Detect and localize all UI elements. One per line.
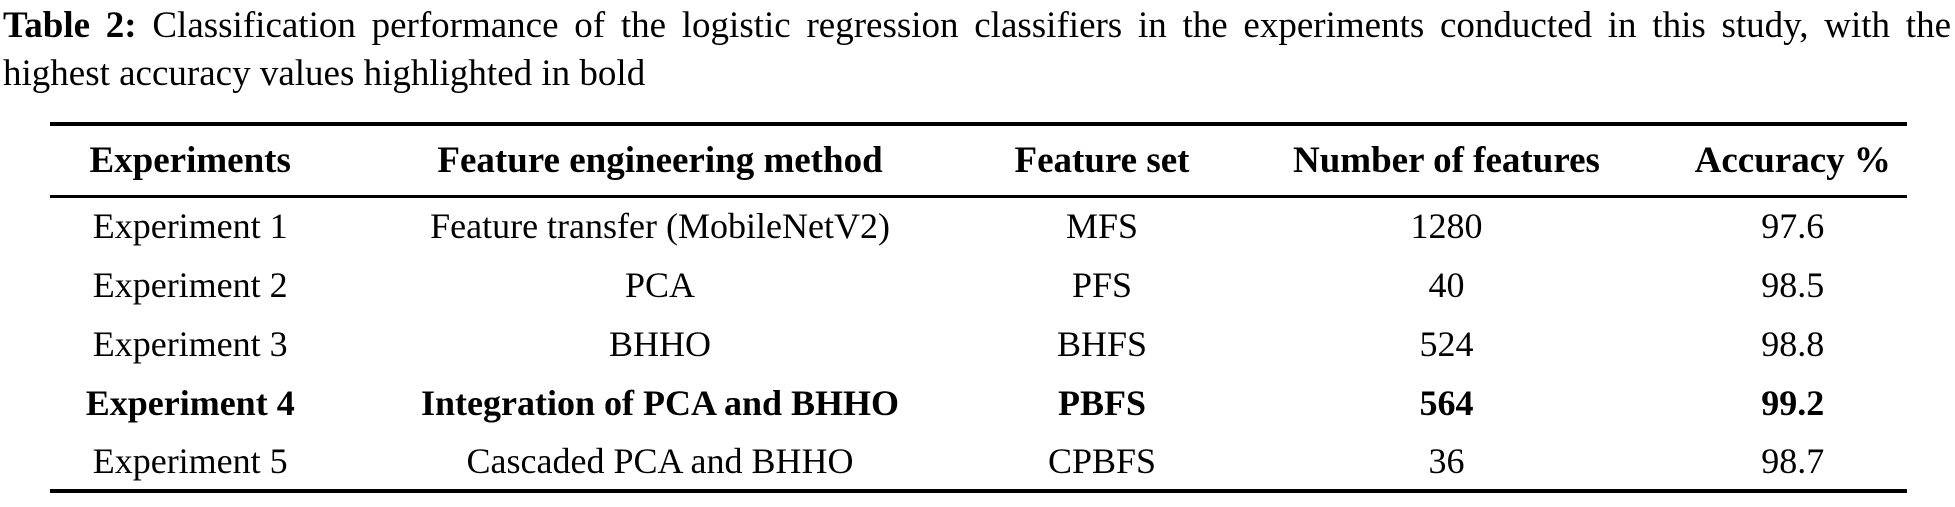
cell-feature-set: PBFS bbox=[1057, 382, 1146, 423]
cell-feature-set: BHFS bbox=[1056, 323, 1148, 364]
cell-experiment: Experiment 5 bbox=[92, 440, 288, 481]
table-row: Experiment 4 Integration of PCA and BHHO… bbox=[50, 373, 1907, 432]
results-table: Experiments Feature engineering method F… bbox=[50, 122, 1907, 493]
cell-method: BHHO bbox=[609, 323, 712, 364]
column-header-feature-set: Feature set bbox=[1014, 139, 1190, 181]
table-body: Experiment 1 Feature transfer (MobileNet… bbox=[50, 196, 1907, 491]
cell-experiment: Experiment 4 bbox=[85, 382, 295, 423]
table-caption: Table 2: Classification performance of t… bbox=[3, 2, 1951, 98]
cell-method: Integration of PCA and BHHO bbox=[421, 382, 900, 423]
cell-num-features: 1280 bbox=[1410, 206, 1483, 247]
caption-label: Table 2: bbox=[3, 5, 137, 46]
cell-method: PCA bbox=[625, 264, 696, 305]
cell-accuracy: 97.6 bbox=[1761, 206, 1825, 247]
cell-num-features: 524 bbox=[1419, 323, 1474, 364]
cell-feature-set: CPBFS bbox=[1047, 440, 1157, 481]
cell-num-features: 564 bbox=[1419, 382, 1474, 423]
column-header-experiments: Experiments bbox=[89, 139, 291, 181]
cell-accuracy: 98.8 bbox=[1761, 323, 1825, 364]
table-row: Experiment 5 Cascaded PCA and BHHO CPBFS… bbox=[50, 432, 1907, 491]
cell-experiment: Experiment 2 bbox=[92, 264, 288, 305]
cell-feature-set: MFS bbox=[1065, 206, 1139, 247]
cell-experiment: Experiment 1 bbox=[92, 206, 288, 247]
caption-text: Classification performance of the logist… bbox=[3, 5, 1951, 94]
cell-method: Feature transfer (MobileNetV2) bbox=[430, 206, 890, 247]
cell-method: Cascaded PCA and BHHO bbox=[466, 440, 854, 481]
column-header-accuracy: Accuracy % bbox=[1694, 139, 1891, 181]
cell-num-features: 40 bbox=[1428, 264, 1465, 305]
cell-experiment: Experiment 3 bbox=[92, 323, 288, 364]
table-row: Experiment 3 BHHO BHFS 524 98.8 bbox=[50, 314, 1907, 373]
cell-accuracy: 98.5 bbox=[1761, 264, 1825, 305]
column-header-feature-engineering-method: Feature engineering method bbox=[437, 139, 883, 181]
table-row: Experiment 1 Feature transfer (MobileNet… bbox=[50, 196, 1907, 255]
cell-accuracy: 99.2 bbox=[1761, 382, 1825, 423]
table-row: Experiment 2 PCA PFS 40 98.5 bbox=[50, 255, 1907, 314]
cell-num-features: 36 bbox=[1428, 440, 1465, 481]
table-header: Experiments Feature engineering method F… bbox=[50, 124, 1907, 196]
cell-accuracy: 98.7 bbox=[1761, 440, 1825, 481]
column-header-number-of-features: Number of features bbox=[1292, 139, 1600, 181]
cell-feature-set: PFS bbox=[1071, 264, 1133, 305]
header-row: Experiments Feature engineering method F… bbox=[50, 124, 1907, 196]
